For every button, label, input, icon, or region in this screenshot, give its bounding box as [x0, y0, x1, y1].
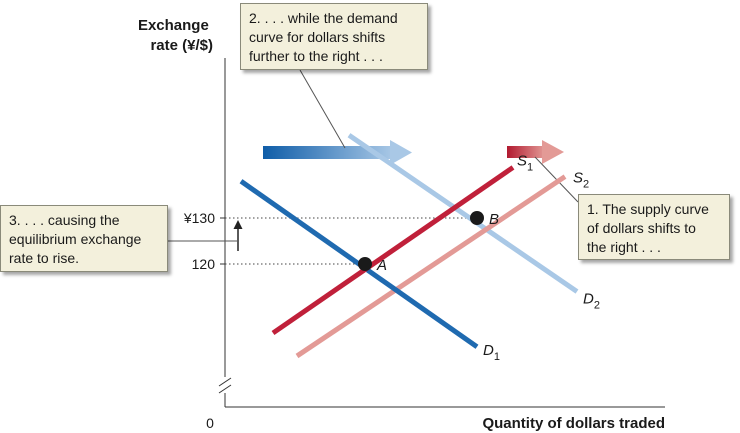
origin-label: 0: [206, 415, 214, 431]
y-axis-title: Exchange rate (¥/$): [138, 17, 213, 54]
supply-shift-arrow: [507, 140, 564, 164]
rate-rise-arrow-icon: [233, 220, 243, 251]
dotted-guides: [225, 217, 477, 265]
curve-label-D1: D1: [483, 342, 500, 363]
y-tick-label-0: ¥130: [183, 210, 215, 226]
y-ticks: ¥130 120: [183, 210, 225, 272]
note2-leader: [299, 69, 346, 149]
equilibrium-label-B: B: [489, 211, 499, 228]
annotation-note-3: 3. . . . causing the equilibrium exchang…: [0, 205, 168, 272]
annotation-note-2: 2. . . . while the demand curve for doll…: [240, 3, 428, 70]
equilibrium-point-B: [470, 211, 484, 225]
y-tick-label-1: 120: [192, 256, 216, 272]
axis-break-icon: [218, 377, 232, 394]
curve-S1: [271, 165, 515, 336]
y-axis-title-line1: Exchange: [138, 17, 209, 34]
curve-S2: [295, 174, 567, 359]
equilibrium-points: AB: [358, 211, 499, 274]
demand-shift-arrow: [263, 140, 412, 165]
curve-D2: [347, 133, 579, 294]
equilibrium-label-A: A: [376, 257, 387, 274]
curve-label-D2: D2: [583, 291, 600, 312]
y-axis-title-line2: rate (¥/$): [150, 37, 213, 54]
curve-label-S2: S2: [573, 170, 589, 191]
annotation-note-1: 1. The supply curve of dollars shifts to…: [578, 194, 730, 260]
x-axis-title: Quantity of dollars traded: [482, 415, 665, 432]
equilibrium-point-A: [358, 257, 372, 271]
